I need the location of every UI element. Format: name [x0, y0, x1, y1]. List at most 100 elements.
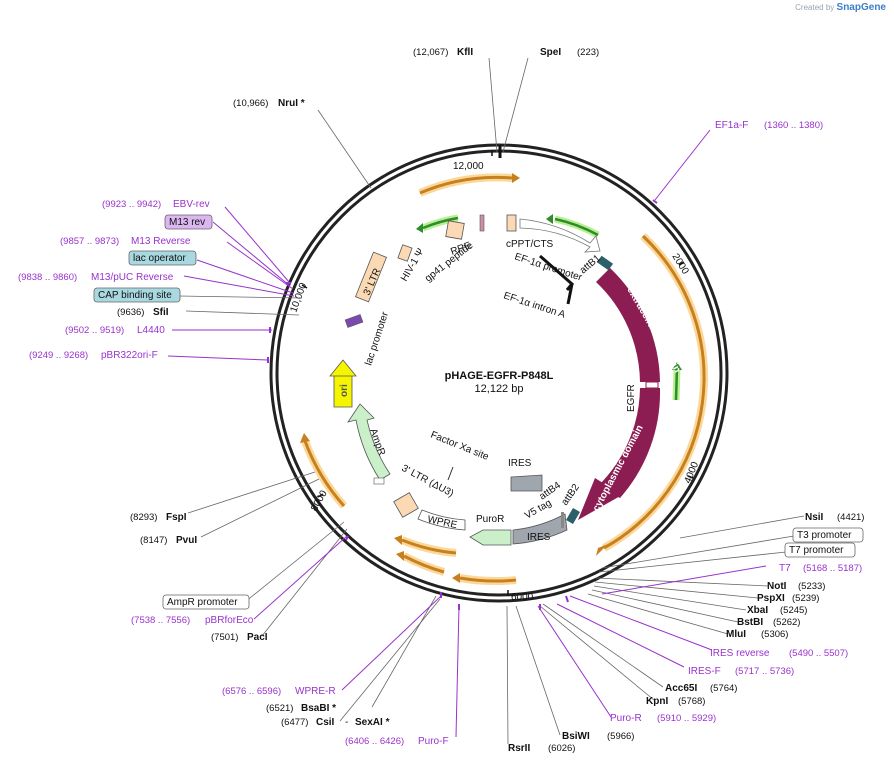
cap-binding-label: CAP binding site	[98, 290, 172, 301]
leader-fspi	[187, 470, 319, 514]
puror-arrow[interactable]	[469, 529, 512, 546]
lac-promoter-marker	[344, 314, 364, 328]
cppt-label: cPPT/CTS	[506, 239, 554, 250]
ires-bar[interactable]	[512, 513, 568, 545]
v5-tag-label: V5 tag	[523, 498, 554, 522]
orf-bottom-c-arrow	[394, 535, 402, 545]
ef1a-intron-label: EF-1α intron A	[502, 290, 567, 320]
primer-name-purof: Puro-F	[418, 736, 449, 747]
orf-bottom-c	[401, 538, 457, 555]
green-arrow-top	[422, 216, 459, 230]
ires-box-top[interactable]	[510, 474, 543, 492]
primer-line-m13puc	[183, 275, 295, 297]
primer-range-m13puc: (9838 .. 9860)	[18, 272, 77, 283]
green-top-head	[416, 223, 423, 233]
primer-line-iresrev	[569, 595, 713, 651]
tick-4000	[687, 475, 694, 479]
site-coord-acc65i: (5764)	[710, 683, 737, 694]
leader-sfii	[185, 310, 300, 316]
primer-line-iresf	[556, 603, 685, 668]
egfr-feature[interactable]	[566, 255, 661, 525]
ampr-arrow[interactable]	[347, 403, 391, 481]
wpre-box[interactable]	[417, 509, 466, 531]
ampr-promoter-box[interactable]	[162, 594, 250, 610]
primer-range-purof: (6406 .. 6426)	[345, 736, 404, 747]
egfr-arrowhead	[578, 478, 622, 520]
orf-left-arrow	[300, 433, 310, 443]
leader-cap	[178, 295, 303, 299]
ampr-ori-region	[329, 314, 391, 485]
gp41-marker	[479, 214, 485, 232]
site-coord-pvui: (8147)	[140, 535, 167, 546]
cppt-box[interactable]	[506, 214, 517, 232]
ef1a-promoter-feature[interactable]	[506, 214, 601, 305]
ltr-hiv-region	[354, 214, 485, 303]
p848l-mutation-marker	[645, 381, 659, 389]
primer-range-m13reverse: (9857 .. 9873)	[60, 236, 119, 247]
primer-name-pbr322: pBR322ori-F	[101, 350, 158, 361]
primer-range-iresrev: (5490 .. 5507)	[789, 648, 848, 659]
lac-operator-box[interactable]	[128, 250, 197, 266]
m13-rev-label: M13 rev	[169, 217, 205, 228]
cap-binding-box[interactable]	[93, 287, 181, 303]
tick-8000	[317, 493, 324, 498]
hiv-psi-box[interactable]	[397, 244, 413, 262]
leader-pvui	[200, 476, 324, 538]
site-sep-csii: -	[345, 717, 348, 728]
ires-puror-region	[393, 466, 568, 546]
leader-acc65i	[542, 603, 664, 688]
site-name-spei: SpeI	[540, 47, 561, 58]
primer-line-t7	[601, 565, 767, 595]
leader-nrui	[317, 109, 372, 189]
ori-arrow[interactable]	[329, 359, 357, 408]
site-name-fspi: FspI	[166, 512, 187, 523]
primer-name-m13puc: M13/pUC Reverse	[91, 272, 174, 283]
primer-name-iresf: IRES-F	[688, 666, 721, 677]
primer-line-wpre	[341, 595, 442, 691]
primer-line-pbrforeco	[253, 535, 348, 620]
orf-arrowheads	[300, 173, 608, 583]
extracellular-domain[interactable]	[596, 268, 660, 382]
primer-range-pbrforeco: (7538 .. 7556)	[131, 615, 190, 626]
m13-rev-box[interactable]	[164, 214, 213, 230]
leader-mlui	[587, 593, 729, 635]
leader-kpni	[539, 605, 655, 701]
ef1a-promoter-arrow[interactable]	[519, 218, 601, 253]
tick-10000	[301, 284, 308, 289]
orf-bottom-b-arrow	[396, 551, 404, 561]
site-name-sexai: SexAI *	[355, 717, 390, 728]
primer-name-puror: Puro-R	[610, 713, 642, 724]
site-name-pvui: PvuI	[176, 535, 197, 546]
plasmid-name: pHAGE-EGFR-P848L	[445, 370, 554, 382]
site-name-acc65i: Acc65I	[665, 683, 697, 694]
tick-label-12000: 12,000	[453, 161, 484, 172]
ampr-promoter-marker	[373, 477, 385, 485]
site-coord-kfli: (12,067)	[413, 47, 448, 58]
leader-pspxi	[594, 581, 759, 599]
site-coord-pspxi: (5239)	[792, 593, 819, 604]
attb1-label: attB1	[578, 253, 603, 277]
cytoplasmic-domain[interactable]	[598, 388, 661, 498]
factorxa-leader	[447, 466, 454, 481]
site-coord-csii: (6477)	[281, 717, 308, 728]
rre-box[interactable]	[445, 220, 465, 240]
site-name-rsrii: RsrII	[508, 743, 530, 754]
t7-promoter-box[interactable]	[784, 542, 856, 558]
leader-noti	[595, 577, 769, 587]
t3-promoter-box[interactable]	[792, 527, 864, 543]
site-name-sfii: SfiI	[153, 307, 169, 318]
primer-name-wpre: WPRE-R	[295, 686, 336, 697]
credit-text: Created by	[795, 3, 835, 12]
ltr3-delta-box[interactable]	[393, 492, 419, 518]
ef1a-intron-bar[interactable]	[539, 254, 575, 305]
site-name-nrui: NruI *	[278, 98, 305, 109]
site-name-bsabi: BsaBI *	[301, 703, 336, 714]
primer-ticks	[267, 199, 658, 610]
primer-line-ebv	[224, 206, 290, 283]
snapgene-logo: SnapGene	[836, 2, 886, 13]
site-coord-sfii: (9636)	[117, 307, 144, 318]
primer-range-t7: (5168 .. 5187)	[803, 563, 862, 574]
primer-line-lacop	[196, 259, 294, 294]
green-arrow-right	[554, 217, 599, 237]
ltr3-box[interactable]	[354, 251, 388, 303]
